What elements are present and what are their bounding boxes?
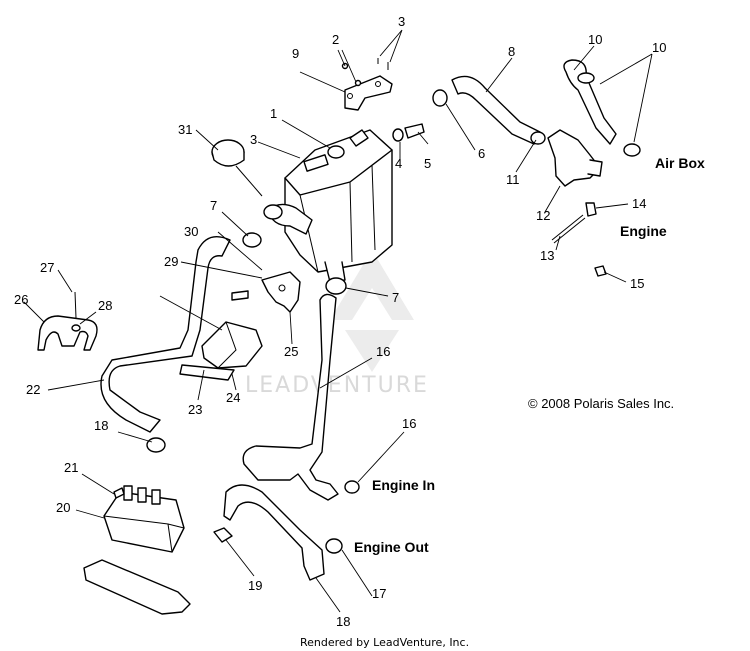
callout-31: 3 <box>250 132 257 147</box>
callout-3: 2 <box>332 32 339 47</box>
tank-cap <box>211 139 263 197</box>
hose-21 <box>100 236 231 433</box>
callout-6: 5 <box>424 156 431 171</box>
callout-15: 16 <box>376 344 390 359</box>
callout-29: 30 <box>184 224 198 239</box>
callout-14: 15 <box>630 276 644 291</box>
callout-17: 18 <box>336 614 350 629</box>
fitting-5-6 <box>392 123 425 142</box>
callout-23: 24 <box>226 390 240 405</box>
callout-10b: 11 <box>506 172 520 187</box>
clamps-7 <box>242 232 347 295</box>
callout-16a: 16 <box>402 416 416 431</box>
callout-18b: 19 <box>248 578 262 593</box>
callout-27: 28 <box>98 298 112 313</box>
heat-shield <box>179 321 263 381</box>
copyright: © 2008 Polaris Sales Inc. <box>528 396 674 411</box>
callout-numbers: 1 9 2 3 4 5 6 7 7 8 10 10 11 12 13 14 15… <box>14 14 666 629</box>
callout-5: 4 <box>395 156 402 171</box>
watermark: LEADVENTURE <box>245 250 429 398</box>
callout-24: 25 <box>284 344 298 359</box>
callout-7a: 6 <box>478 146 485 161</box>
clip-25 <box>37 291 98 351</box>
sensor-line <box>551 202 607 277</box>
callout-11: 12 <box>536 208 550 223</box>
callout-7b: 7 <box>210 198 217 213</box>
callout-2: 9 <box>292 46 299 61</box>
engine-label: Engine <box>620 223 667 239</box>
callout-16b: 17 <box>372 586 386 601</box>
hose-15 <box>242 293 360 501</box>
callout-21: 22 <box>26 382 40 397</box>
air-box-label: Air Box <box>655 155 705 171</box>
coolant-tank <box>263 129 393 283</box>
callout-13: 14 <box>632 196 646 211</box>
y-fitting <box>547 59 641 187</box>
hose-17 <box>223 484 343 581</box>
callout-1: 1 <box>270 106 277 121</box>
callout-25: 26 <box>14 292 28 307</box>
callout-20: 21 <box>64 460 78 475</box>
callout-9: 10 <box>588 32 602 47</box>
module-19 <box>83 485 191 615</box>
callout-22: 23 <box>188 402 202 417</box>
bracket-top <box>344 75 393 111</box>
engine-out-label: Engine Out <box>354 539 429 555</box>
engine-in-label: Engine In <box>372 477 435 493</box>
watermark-text: LEADVENTURE <box>245 373 429 398</box>
callout-4: 3 <box>398 14 405 29</box>
callout-19: 20 <box>56 500 70 515</box>
callout-10a: 10 <box>652 40 666 55</box>
callout-7c: 7 <box>392 290 399 305</box>
callout-18a: 18 <box>94 418 108 433</box>
callout-8: 8 <box>508 44 515 59</box>
callout-26: 27 <box>40 260 54 275</box>
mount-bracket <box>231 271 301 313</box>
clamps-18 <box>146 437 233 543</box>
footer: Rendered by LeadVenture, Inc. <box>300 636 469 649</box>
callout-12: 13 <box>540 248 554 263</box>
hose-8 <box>432 75 546 145</box>
leader-lines <box>23 29 653 613</box>
callout-28: 29 <box>164 254 178 269</box>
callout-30: 31 <box>178 122 192 137</box>
